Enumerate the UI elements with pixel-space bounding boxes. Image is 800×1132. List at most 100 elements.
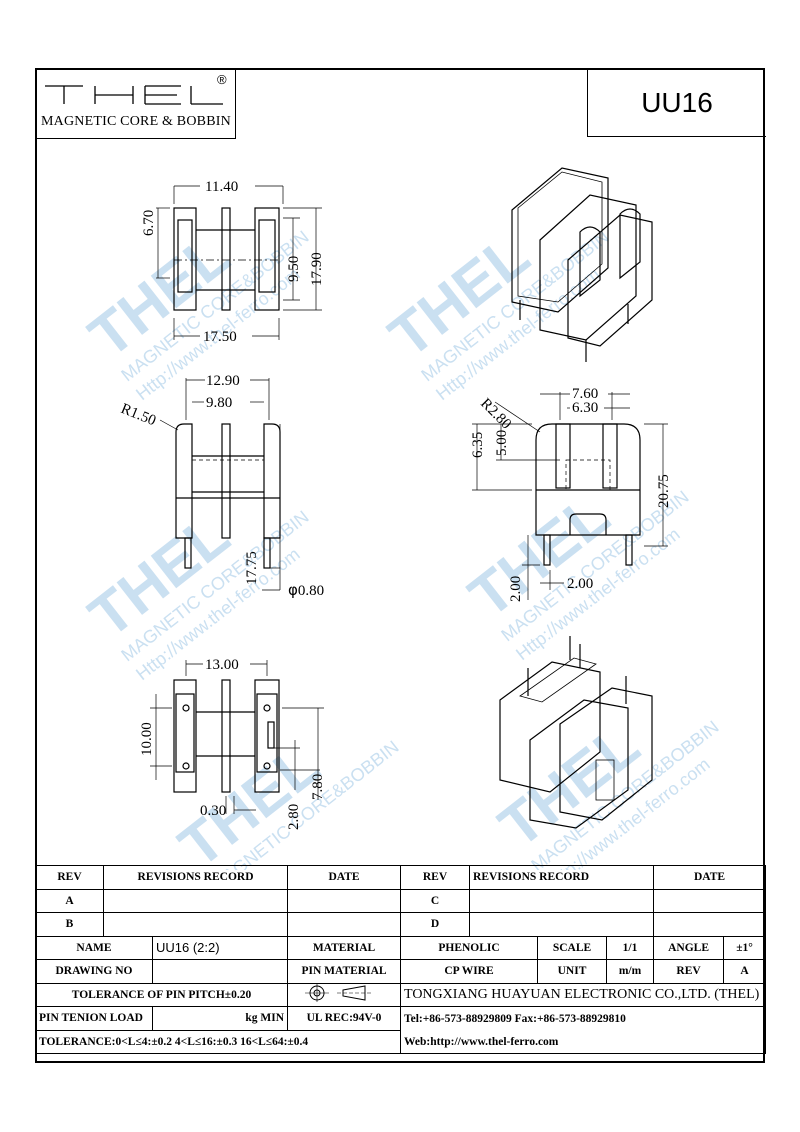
rev-d-record [469, 912, 655, 937]
isometric-view-bottom [499, 636, 653, 829]
dim-label: 7.80 [310, 774, 326, 800]
logo-subtitle: MAGNETIC CORE & BOBBIN [41, 114, 231, 129]
dim-label: 11.40 [205, 179, 238, 195]
pin-material-label: PIN MATERIAL [287, 959, 402, 984]
view-top [156, 185, 322, 340]
dim-label: 5.00 [494, 430, 510, 456]
scale-value: 1/1 [606, 935, 655, 960]
side-outline [535, 423, 641, 536]
pin [263, 537, 271, 569]
dim-label: 20.75 [656, 474, 672, 508]
dim-label: 10.00 [139, 722, 155, 756]
drawing-no-label: DRAWING NO [35, 959, 153, 984]
rev-d-date [653, 912, 767, 937]
rev-a-date [287, 888, 402, 913]
website: Web:http://www.thel-ferro.com [400, 1030, 767, 1054]
flange-right [254, 679, 280, 793]
flange-left [173, 679, 197, 793]
drawing-sheet: ® MAGNETIC CORE & BOBBIN UU16 [35, 68, 766, 1063]
part-number-title: UU16 [587, 70, 766, 137]
pin [543, 534, 551, 566]
dim-label: 17.90 [309, 252, 325, 286]
rev-b: B [35, 912, 104, 937]
dim-label: 6.35 [470, 432, 486, 458]
drawing-no-value [151, 959, 289, 984]
rev-value: A [723, 959, 767, 984]
dim-label: 0.30 [200, 803, 226, 819]
revisions-record-header: REVISIONS RECORD [102, 865, 289, 890]
tel-fax: Tel:+86-573-88929809 Fax:+86-573-8892981… [400, 1006, 767, 1030]
thel-logo [45, 85, 223, 105]
dim-label: 17.50 [203, 329, 237, 345]
dim-label: 9.50 [286, 256, 302, 282]
name-label: NAME [35, 935, 153, 960]
logo-block: ® MAGNETIC CORE & BOBBIN [37, 70, 236, 139]
dim-label: 9.80 [206, 395, 232, 411]
inner-slot [256, 693, 278, 773]
view-front [159, 378, 281, 591]
flange-left [173, 207, 197, 311]
unit-label: UNIT [537, 959, 608, 984]
rev-header: REV [400, 865, 471, 890]
angle-value: ±1° [723, 935, 767, 960]
isometric-view-top [511, 167, 653, 362]
pin [184, 537, 192, 569]
pin-tension-label: PIN TENION LOAD [35, 1006, 153, 1031]
view-side [472, 392, 668, 600]
company-name: TONGXIANG HUAYUAN ELECTRONIC CO.,LTD. (T… [400, 982, 767, 1007]
inner-slot [177, 219, 193, 293]
dim-label: φ0.80 [288, 581, 324, 599]
rev-value-label: REV [653, 959, 725, 984]
center-wall [221, 423, 231, 539]
dim-label: 2.00 [508, 576, 524, 602]
first-angle-projection-icon [305, 984, 374, 1003]
projection-symbol [287, 982, 402, 1007]
date-header: DATE [653, 865, 767, 890]
flange-right [254, 207, 280, 311]
dim-label: 13.00 [205, 657, 239, 673]
dim-label: 7.60 [572, 386, 598, 402]
rev-header: REV [35, 865, 104, 890]
registered-mark: ® [217, 72, 227, 87]
name-value: UU16 (2:2) [151, 935, 289, 960]
dim-label: 12.90 [206, 373, 240, 389]
title-block: REV REVISIONS RECORD DATE REV REVISIONS … [34, 865, 767, 1054]
iso-wall [529, 699, 629, 829]
angle-label: ANGLE [653, 935, 725, 960]
flange-left [175, 423, 193, 539]
rev-c-record [469, 888, 655, 913]
dim-label: 6.70 [141, 210, 157, 236]
revisions-record-header: REVISIONS RECORD [469, 865, 655, 890]
leg [602, 423, 618, 489]
technical-drawing: THEL MAGNETIC CORE&BOBBIN Http://www.the… [77, 167, 723, 870]
pin-tension-unit: kg MIN [151, 1006, 289, 1031]
dim-label: R1.50 [119, 401, 159, 429]
rev-a: A [35, 888, 104, 913]
dim-label: 2.00 [567, 576, 593, 592]
rev-c-date [653, 888, 767, 913]
rev-c: C [400, 888, 471, 913]
material-label: MATERIAL [287, 935, 402, 960]
center-wall [221, 679, 231, 793]
iso-flange [499, 661, 601, 793]
iso-flange [511, 167, 609, 313]
material-value: PHENOLIC [400, 935, 539, 960]
iso-flange [559, 687, 653, 821]
pin [625, 534, 633, 566]
tolerance-note: TOLERANCE:0<L≤4:±0.2 4<L≤16:±0.3 16<L≤64… [34, 1029, 402, 1054]
pin-material-value: CP WIRE [400, 959, 539, 984]
inner-slot [175, 693, 195, 773]
unit-value: m/m [606, 959, 655, 984]
rev-d: D [400, 912, 471, 937]
dim-label: 2.80 [286, 804, 302, 830]
pin-pitch-tolerance: TOLERANCE OF PIN PITCH±0.20 [34, 982, 289, 1007]
view-bottom [150, 660, 324, 814]
rev-a-record [102, 888, 289, 913]
dim-label: 6.30 [572, 400, 598, 416]
center-wall [221, 207, 231, 311]
dim-label: R2.80 [477, 396, 514, 433]
leg [555, 423, 571, 489]
ul-rec: UL REC:94V-0 [287, 1006, 402, 1031]
dim-label: 17.75 [244, 551, 260, 585]
rev-b-record [102, 912, 289, 937]
